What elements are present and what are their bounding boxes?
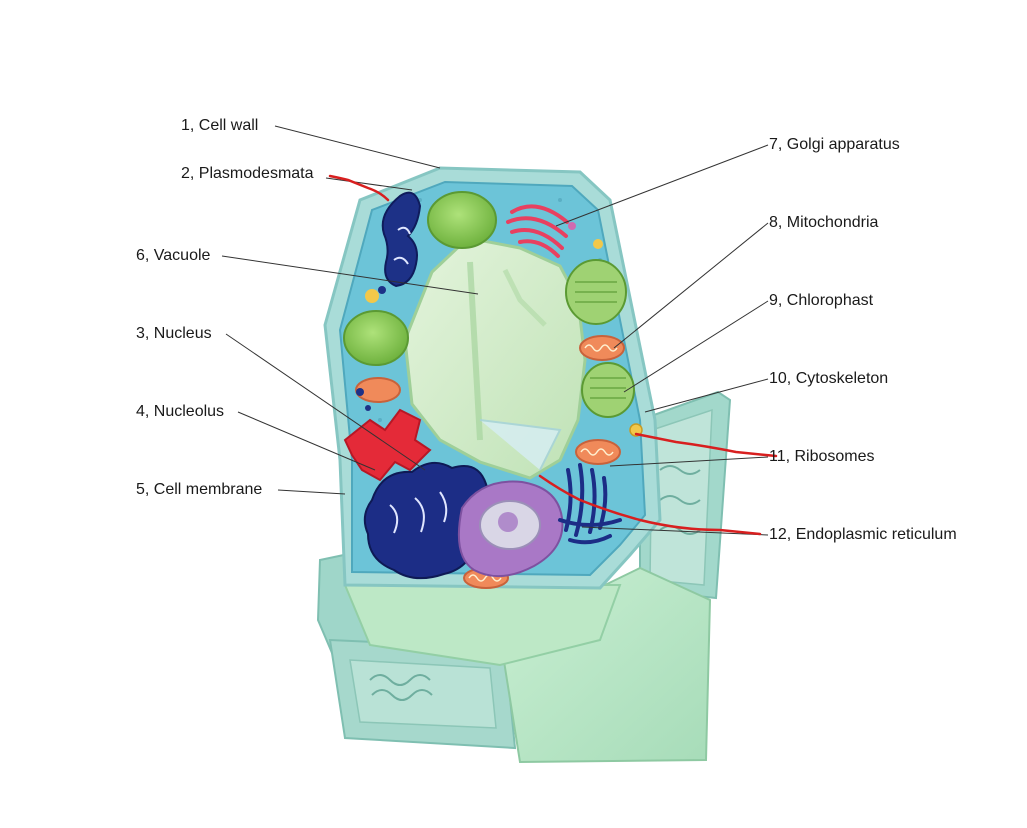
label-cell-membrane: 5, Cell membrane xyxy=(136,481,263,498)
chloroplast-left xyxy=(343,310,409,366)
red-marker-lines xyxy=(328,174,778,536)
label-mitochondria: 8, Mitochondria xyxy=(769,214,879,231)
label-chlorophast: 9, Chlorophast xyxy=(769,292,874,309)
label-vacuole: 6, Vacuole xyxy=(136,247,211,264)
smooth-er-tubules xyxy=(558,463,622,545)
chloroplast-top xyxy=(427,191,497,249)
label-plasmodesmata: 2, Plasmodesmata xyxy=(181,165,314,182)
vacuole-shape xyxy=(403,236,587,480)
er-upper-left xyxy=(381,191,422,288)
chloroplast-right-2 xyxy=(581,362,635,418)
label-ribosomes: 11, Ribosomes xyxy=(769,448,875,465)
golgi-apparatus-shape xyxy=(506,204,569,258)
neighbour-cells xyxy=(316,390,732,764)
neighbour-organelle-details xyxy=(369,465,701,701)
red-cluster-shape xyxy=(343,408,432,482)
label-cell-wall: 1, Cell wall xyxy=(181,117,259,134)
leader-lines xyxy=(221,125,769,536)
label-endoplasmic-reticulum: 12, Endoplasmic reticulum xyxy=(769,526,957,543)
label-golgi-apparatus: 7, Golgi apparatus xyxy=(769,136,900,153)
label-nucleus: 3, Nucleus xyxy=(136,325,212,342)
label-nucleolus: 4, Nucleolus xyxy=(136,403,225,420)
label-cytoskeleton: 10, Cytoskeleton xyxy=(769,370,889,387)
